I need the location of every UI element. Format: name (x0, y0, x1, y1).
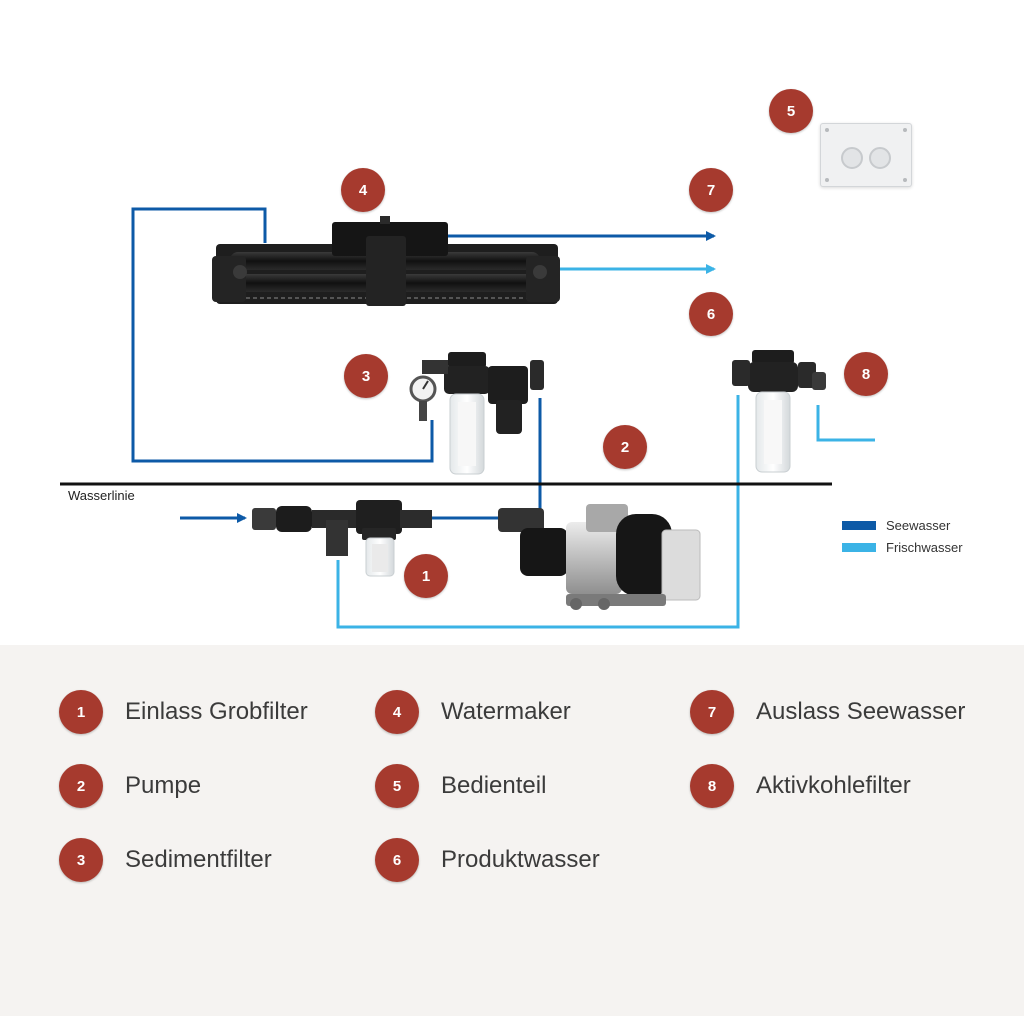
component-legend: 1 Einlass Grobfilter 2 Pumpe 3 Sedimentf… (0, 645, 1024, 1016)
seewasser-swatch (842, 520, 876, 530)
legend-marker-2: 2 (59, 764, 103, 808)
legend-label-2: Pumpe (125, 772, 202, 799)
panel-screw (825, 128, 829, 132)
panel-screw (903, 178, 907, 182)
legend-marker-4: 4 (375, 690, 419, 734)
legend-item-3: 3 Sedimentfilter (59, 838, 272, 882)
legend-marker-7: 7 (690, 690, 734, 734)
legend-marker-8: 8 (690, 764, 734, 808)
legend-label-7: Auslass Seewasser (756, 698, 966, 725)
legend-item-7: 7 Auslass Seewasser (690, 690, 965, 734)
aktivkohlefilter-unit (732, 350, 826, 473)
legend-marker-5: 5 (375, 764, 419, 808)
frischwasser-loop-line (336, 395, 740, 629)
sedimentfilter-unit (409, 352, 544, 475)
panel-screw (825, 178, 829, 182)
legend-item-4: 4 Watermaker (375, 690, 571, 734)
diagram-marker-6: 6 (689, 292, 733, 336)
waterline-label: Wasserlinie (68, 488, 135, 503)
panel-button-left (841, 147, 863, 169)
frischwasser-lines (336, 264, 875, 629)
legend-marker-6: 6 (375, 838, 419, 882)
legend-label-3: Sedimentfilter (125, 846, 272, 873)
diagram-marker-5: 5 (769, 89, 813, 133)
legend-marker-1: 1 (59, 690, 103, 734)
legend-item-2: 2 Pumpe (59, 764, 201, 808)
diagram-marker-3: 3 (344, 354, 388, 398)
legend-marker-3: 3 (59, 838, 103, 882)
installation-diagram: Wasserlinie 1 2 3 4 5 6 7 8 Seewasser Fr… (60, 89, 963, 629)
panel-button-right (869, 147, 891, 169)
diagram-marker-1: 1 (404, 554, 448, 598)
diagram-marker-8: 8 (844, 352, 888, 396)
grobfilter-unit (252, 500, 432, 577)
seewasser-lines (131, 207, 716, 523)
flow-legend-frischwasser: Frischwasser (842, 536, 963, 558)
legend-item-8: 8 Aktivkohlefilter (690, 764, 911, 808)
diagram-canvas (60, 207, 875, 629)
legend-item-5: 5 Bedienteil (375, 764, 546, 808)
bedienteil-panel (820, 123, 912, 187)
legend-label-1: Einlass Grobfilter (125, 698, 308, 725)
seewasser-sedimentfilter-to-watermaker-line (131, 207, 434, 463)
legend-label-4: Watermaker (441, 698, 571, 725)
flow-legend-label: Frischwasser (886, 539, 963, 555)
diagram-marker-7: 7 (689, 168, 733, 212)
legend-item-6: 6 Produktwasser (375, 838, 600, 882)
diagram-marker-4: 4 (341, 168, 385, 212)
legend-label-8: Aktivkohlefilter (756, 772, 911, 799)
frischwasser-swatch (842, 542, 876, 552)
legend-label-6: Produktwasser (441, 846, 600, 873)
pumpe-unit (498, 504, 701, 610)
flow-legend-seewasser: Seewasser (842, 514, 963, 536)
panel-screw (903, 128, 907, 132)
legend-item-1: 1 Einlass Grobfilter (59, 690, 308, 734)
flow-legend-label: Seewasser (886, 517, 951, 533)
frischwasser-aktivkohle-outlet-line (816, 405, 875, 442)
diagram-marker-2: 2 (603, 425, 647, 469)
flow-legend: Seewasser Frischwasser (842, 514, 963, 558)
watermaker-unit (212, 216, 560, 306)
legend-label-5: Bedienteil (441, 772, 547, 799)
